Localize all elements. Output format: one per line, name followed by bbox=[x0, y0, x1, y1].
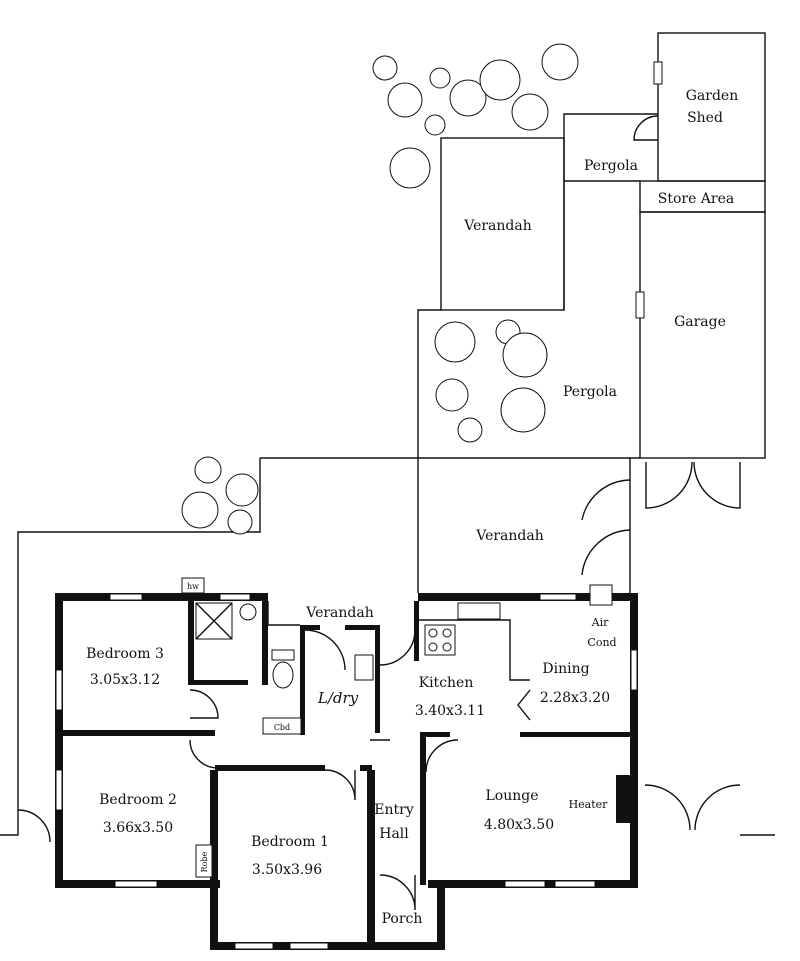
label-bedroom3-size: 3.05x3.12 bbox=[90, 672, 160, 688]
label-hw: hw bbox=[187, 582, 199, 591]
garage-outline bbox=[639, 211, 766, 459]
label-dining-size: 2.28x3.20 bbox=[540, 690, 610, 706]
labels: Garden Shed Store Area Pergola Verandah … bbox=[86, 88, 738, 927]
label-pergola-top: Pergola bbox=[584, 158, 638, 174]
label-bedroom3-name: Bedroom 3 bbox=[86, 646, 164, 662]
label-store-area: Store Area bbox=[658, 191, 735, 207]
label-heater: Heater bbox=[569, 798, 609, 811]
label-cbd: Cbd bbox=[274, 723, 290, 732]
label-bedroom2-name: Bedroom 2 bbox=[99, 792, 177, 808]
label-verandah-top: Verandah bbox=[463, 218, 532, 234]
house-walls bbox=[55, 577, 638, 950]
label-lounge-size: 4.80x3.50 bbox=[484, 817, 554, 833]
label-air-cond-1: Air bbox=[591, 616, 609, 629]
outdoor-structures bbox=[0, 32, 775, 843]
pergola-top-outline bbox=[563, 113, 658, 310]
plant-cluster-top bbox=[372, 43, 579, 189]
label-garden-shed-1: Garden bbox=[686, 88, 739, 104]
label-pergola-mid: Pergola bbox=[563, 384, 617, 400]
label-entry-hall-1: Entry bbox=[374, 802, 414, 818]
label-kitchen-size: 3.40x3.11 bbox=[415, 703, 485, 719]
label-verandah-small: Verandah bbox=[305, 605, 374, 621]
label-bedroom2-size: 3.66x3.50 bbox=[103, 820, 173, 836]
label-verandah-mid: Verandah bbox=[475, 528, 544, 544]
label-dining-name: Dining bbox=[542, 661, 589, 677]
plant-cluster-mid bbox=[434, 319, 548, 443]
label-air-cond-2: Cond bbox=[587, 636, 616, 649]
garden-shed-outline bbox=[657, 32, 766, 182]
label-robe: Robe bbox=[200, 851, 209, 872]
plant-cluster-left bbox=[181, 456, 259, 535]
label-bedroom1-name: Bedroom 1 bbox=[251, 834, 329, 850]
label-porch: Porch bbox=[382, 911, 423, 927]
label-entry-hall-2: Hall bbox=[379, 826, 409, 842]
label-bedroom1-size: 3.50x3.96 bbox=[252, 862, 322, 878]
label-laundry: L/dry bbox=[317, 689, 359, 707]
pergola-mid-outline bbox=[417, 309, 441, 593]
label-lounge-name: Lounge bbox=[485, 788, 538, 804]
house-fixtures bbox=[189, 601, 531, 911]
label-garage: Garage bbox=[674, 314, 726, 330]
label-garden-shed-2: Shed bbox=[687, 110, 723, 126]
garden-plants bbox=[181, 43, 579, 535]
label-kitchen-name: Kitchen bbox=[419, 675, 474, 691]
